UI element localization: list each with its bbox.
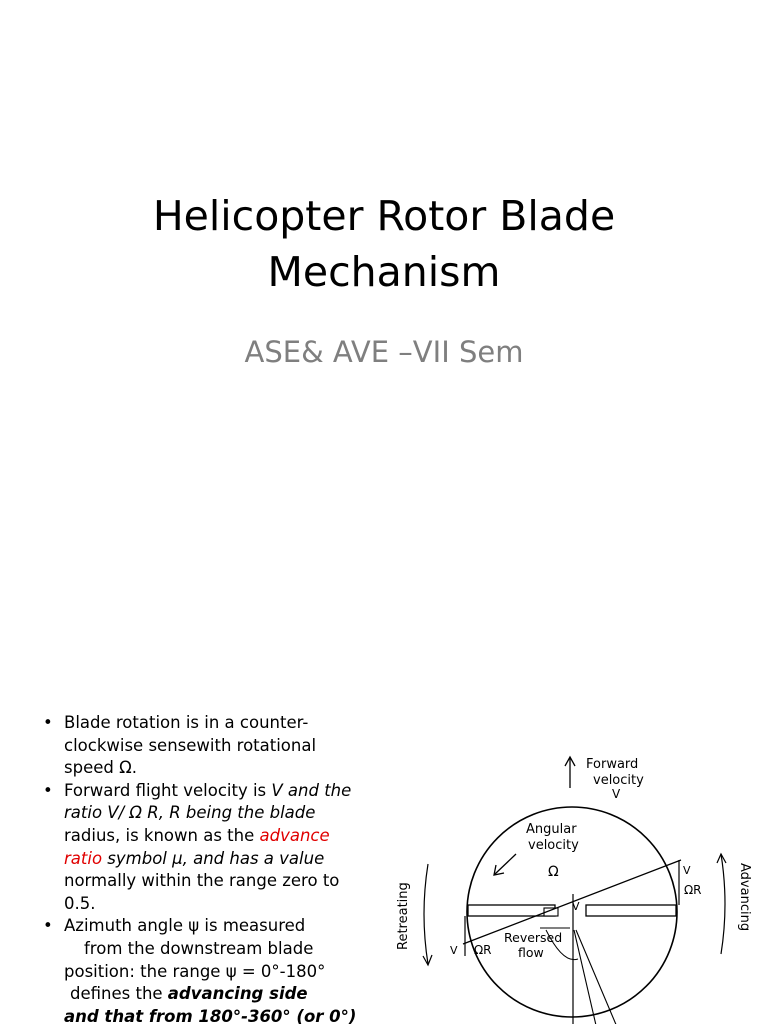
bullet-line: defines the advancing side <box>64 983 370 1006</box>
bullet-line: from the downstream blade <box>84 938 314 958</box>
bullet-line: Azimuth angle ψ is measured <box>64 916 306 936</box>
forward-velocity-v: V <box>612 787 621 801</box>
slide-subtitle: ASE& AVE –VII Sem <box>244 335 524 369</box>
bullet-text-italic: symbol μ, and has a value <box>102 848 325 868</box>
forward-velocity-arrowhead <box>564 755 576 767</box>
advancing-side-arrow <box>720 853 726 955</box>
reversed-flow-arc <box>545 929 579 961</box>
reversed-flow-label: Reversed <box>504 930 562 945</box>
advancing-side-arrowhead <box>716 852 727 864</box>
rotor-diagram: Forward velocity V Angular velocity Ω V … <box>396 755 752 1024</box>
bullet-text-part: Forward flight velocity is <box>64 780 272 800</box>
angular-velocity-arrowhead <box>493 864 505 876</box>
angular-velocity-label: Angular <box>526 822 577 837</box>
hub-velocity-label: V <box>572 900 580 913</box>
bullet-line: and that from 180°-360° (or 0°) <box>64 1006 357 1024</box>
bullet-list: • Blade rotation is in a counter-clockwi… <box>40 712 370 1024</box>
angular-velocity-label: velocity <box>528 838 579 853</box>
bullet-text: Blade rotation is in a counter-clockwise… <box>64 713 317 778</box>
rotor-hub <box>543 907 559 917</box>
bullet-item-advance-ratio: • Forward flight velocity is V and the r… <box>40 780 370 916</box>
reversed-flow-label: flow <box>518 945 544 960</box>
velocity-distribution-line <box>462 859 682 945</box>
slide-title: Helicopter Rotor Blade Mechanism <box>0 188 768 300</box>
advancing-label: Advancing <box>737 863 752 931</box>
forward-velocity-label: Forward <box>586 757 638 772</box>
blade-position-line <box>575 929 617 1024</box>
bullet-text-part: defines the <box>70 984 168 1004</box>
retreating-side-arrowhead <box>422 954 433 967</box>
omega-label: Ω <box>548 864 559 880</box>
right-tip-v-label: V <box>683 864 691 877</box>
bullet-text-part: radius, is known as the <box>64 825 260 845</box>
retreating-label: Retreating <box>396 882 411 950</box>
advancing-blade <box>585 904 677 917</box>
bullet-item-rotation: • Blade rotation is in a counter-clockwi… <box>40 712 370 780</box>
bullet-text-italic: V and the ratio V/ Ω R, R being the blad… <box>64 780 352 823</box>
advance-ratio-highlight: advance ratio <box>64 825 330 868</box>
left-tip-v-label: V <box>450 944 458 957</box>
retreating-blade <box>467 904 556 917</box>
angular-velocity-arrow <box>494 853 517 875</box>
bullet-line: position: the range ψ = 0°-180° <box>64 961 326 981</box>
title-slide: Helicopter Rotor Blade Mechanism ASE& AV… <box>0 188 768 369</box>
bullet-dot: • <box>43 780 53 800</box>
bullet-dot: • <box>43 713 53 732</box>
bullet-dot: • <box>43 916 53 936</box>
bullet-item-azimuth: • Azimuth angle ψ is measured from the d… <box>40 915 370 1024</box>
rotor-disc <box>466 806 678 1018</box>
slide-title-line1: Helicopter Rotor Blade <box>152 192 616 240</box>
content-slide: • Blade rotation is in a counter-clockwi… <box>0 700 768 1024</box>
blade-position-line <box>573 929 597 1024</box>
right-tip-omega-r-label: ΩR <box>684 883 702 897</box>
advancing-side-emphasis: advancing side <box>167 984 308 1004</box>
retreating-side-arrow <box>423 863 429 965</box>
slide-title-line2: Mechanism <box>267 248 501 296</box>
left-tip-omega-r-label: ΩR <box>474 943 492 957</box>
bullet-text-part: normally within the range zero to 0.5. <box>64 871 340 913</box>
forward-velocity-label: velocity <box>593 773 644 788</box>
